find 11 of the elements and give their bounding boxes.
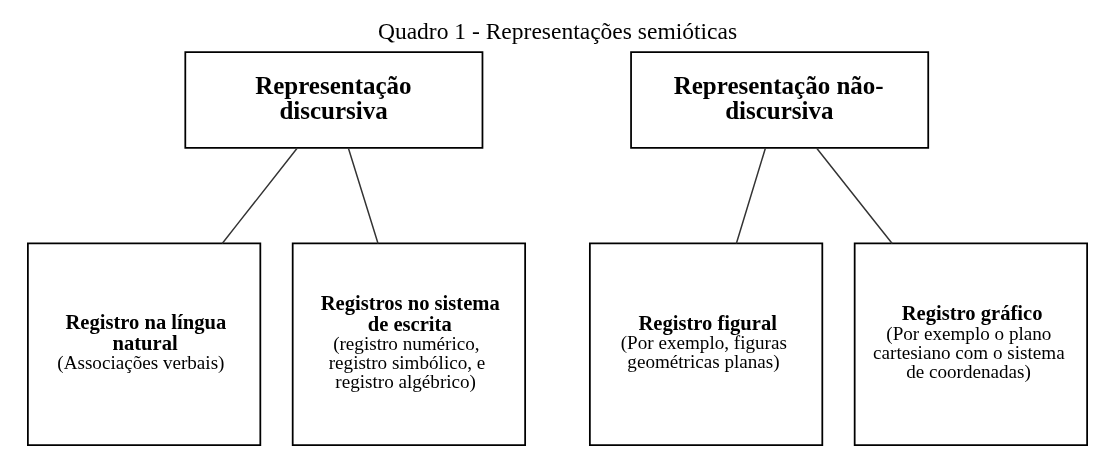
connector (347, 147, 379, 245)
connector (221, 147, 299, 245)
connector (815, 147, 893, 245)
node-box: Representação discursiva (184, 51, 484, 149)
node-box: Registro figural (Por exemplo, figuras geométricas planas) (589, 242, 824, 446)
diagram-title: Quadro 1 - Representações semióticas (377, 17, 738, 44)
node-box: Registros no sistema de escrita (registro numérico, registro simbólico, e registro algébrico) (291, 242, 526, 446)
node-box: Representação não-discursiva (630, 51, 930, 149)
node-box: Registro na língua natural (Associações verbais) (27, 242, 262, 446)
node-box: Registro gráfico (Por exemplo o plano cartesiano com o sistema de coordenadas) (853, 242, 1088, 446)
connector (735, 147, 767, 245)
